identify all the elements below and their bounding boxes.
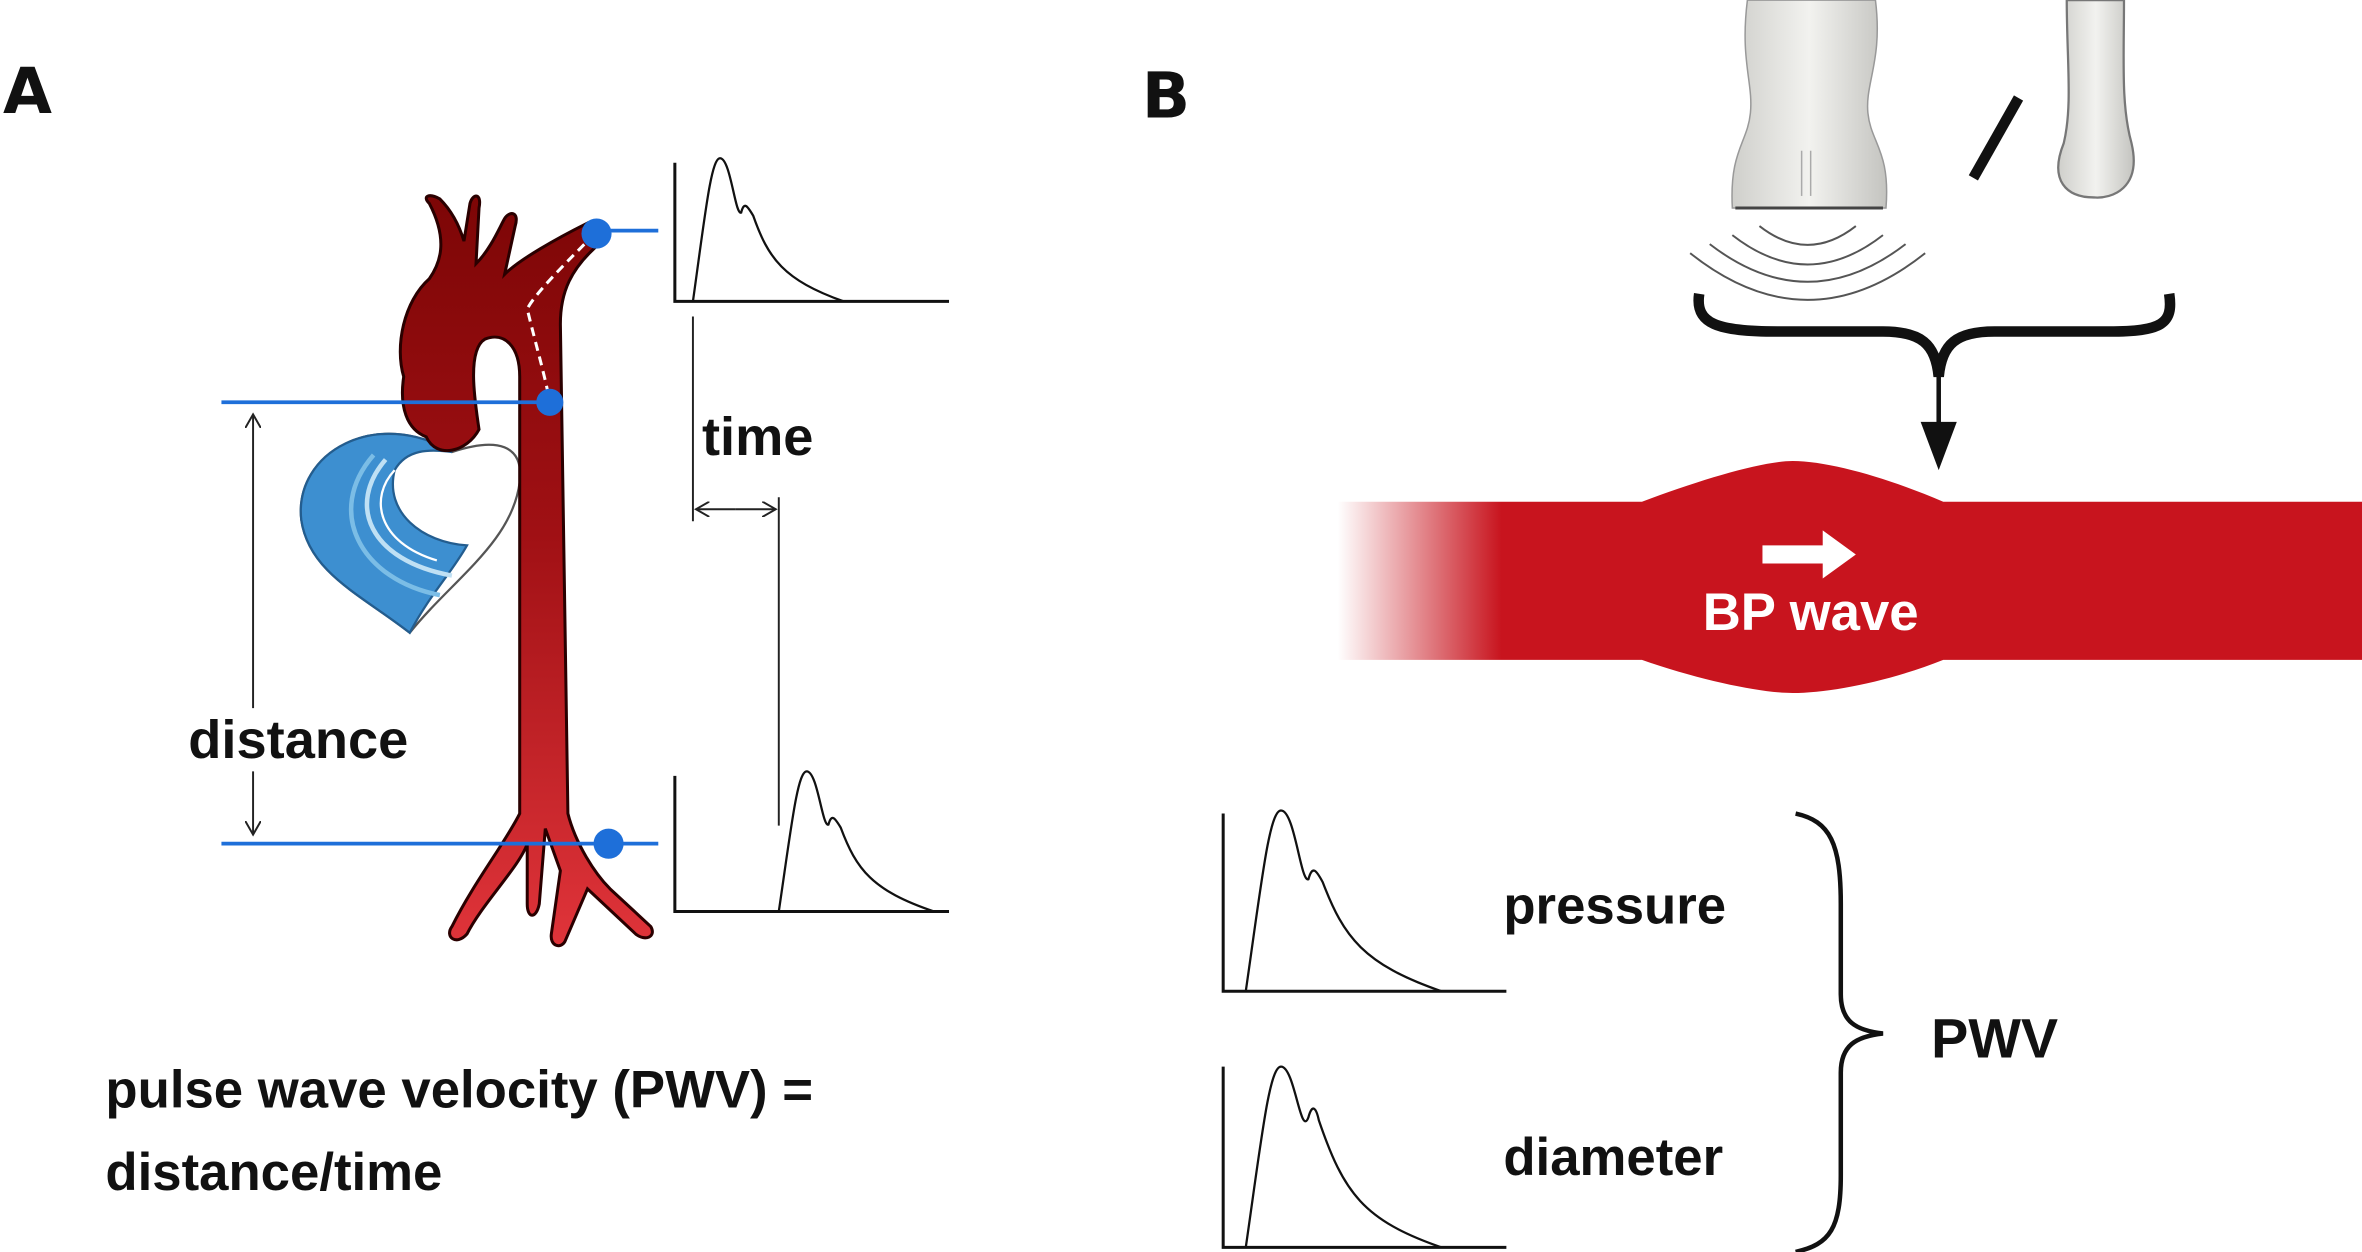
pressure-label: pressure: [1503, 877, 1726, 936]
waveform-axes: [1221, 813, 1507, 993]
blood-vessel: [1337, 461, 2362, 694]
formula-line-2: distance/time: [105, 1143, 442, 1202]
aorta-illustration: [398, 194, 654, 948]
distance-label: distance: [188, 710, 408, 770]
pulse-curve: [777, 770, 935, 913]
time-label: time: [702, 407, 813, 467]
wave-direction-arrow-icon: [1762, 530, 1856, 579]
heart-illustration: [299, 432, 522, 635]
pressure-waveform: [1221, 809, 1507, 993]
waveform-axes: [1221, 1066, 1507, 1249]
formula-line-1: pulse wave velocity (PWV) =: [105, 1060, 813, 1119]
carotid-marker: [581, 218, 612, 249]
bp-wave-label: BP wave: [1703, 583, 1919, 642]
ultrasound-probe-icon: [1689, 0, 1926, 301]
pulse-curve: [691, 157, 844, 303]
measurement-lines: [221, 218, 659, 859]
waveform-axes: [673, 162, 950, 303]
time-indicator: [691, 316, 780, 826]
aortic-marker: [536, 388, 564, 416]
separator-slash: [1968, 95, 2024, 181]
carotid-waveform: [673, 157, 950, 303]
pwv-brace: [1795, 811, 1884, 1252]
waveform-axes: [673, 775, 950, 913]
panel-b-label: B: [1142, 59, 1190, 133]
combine-brace-arrow: [1693, 293, 2176, 471]
pwv-label: PWV: [1931, 1008, 2058, 1070]
diameter-waveform: [1221, 1065, 1507, 1249]
waveforms: [673, 157, 1507, 1249]
diameter-label: diameter: [1503, 1128, 1723, 1187]
pulse-curve: [1244, 1065, 1442, 1249]
femoral-waveform: [673, 770, 950, 913]
femoral-marker: [593, 828, 624, 859]
tonometer-probe-icon: [2057, 0, 2135, 199]
panel-a-label: A: [3, 54, 52, 128]
pulse-curve: [1244, 809, 1442, 993]
